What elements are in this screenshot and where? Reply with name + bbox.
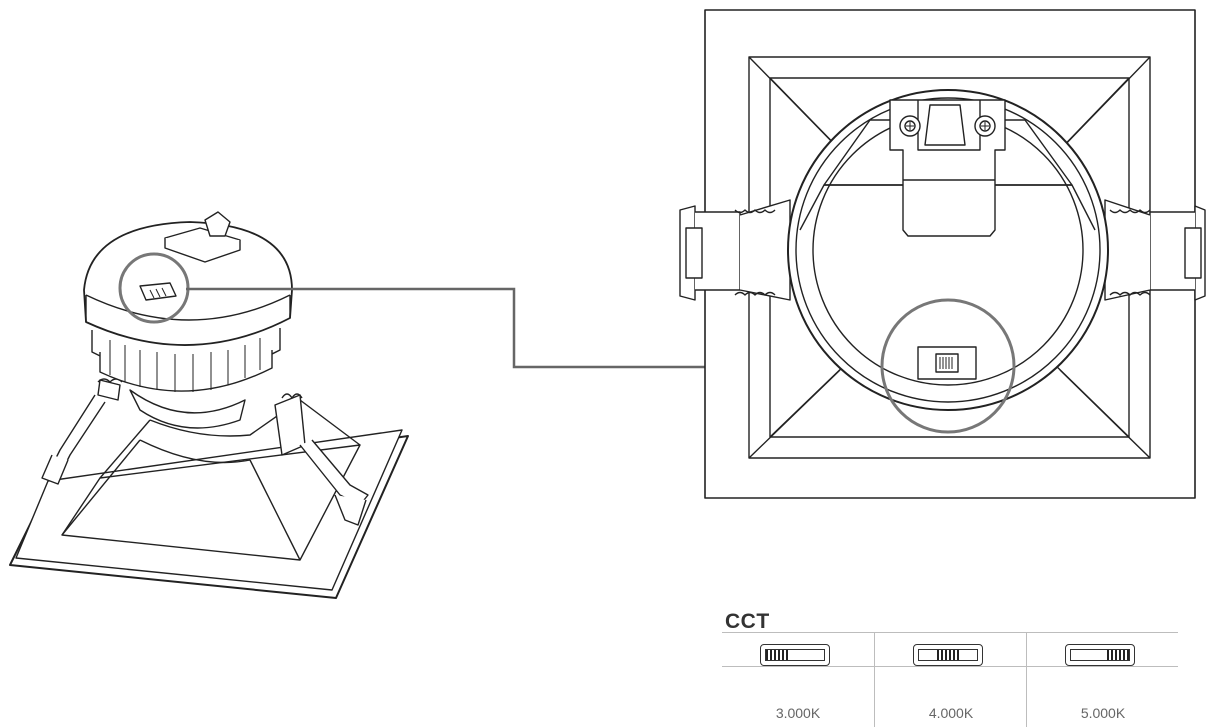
cct-label: 3.000K <box>775 705 821 721</box>
cct-table-mid-rule <box>722 666 1178 667</box>
spring-clip-left <box>41 378 123 485</box>
cct-option-5000k: 5.000K <box>1026 632 1179 727</box>
switch-left-icon <box>760 644 830 666</box>
front-spring-left <box>679 199 791 301</box>
cct-table-top-rule <box>722 632 1178 633</box>
cct-option-3000k: 3.000K <box>722 632 874 727</box>
switch-right-icon <box>1065 644 1135 666</box>
cct-option-4000k: 4.000K <box>874 632 1027 727</box>
connector-line <box>186 287 888 369</box>
switch-highlight-circle-right <box>880 298 1016 434</box>
cct-table: 3.000K 4.000K 5.000K <box>722 632 1178 727</box>
spring-clip-right <box>274 393 369 526</box>
switch-center-icon <box>913 644 983 666</box>
downlight-perspective-view <box>9 211 409 599</box>
front-spring-right <box>1104 199 1206 301</box>
downlight-front-view <box>679 9 1206 499</box>
cct-label: 5.000K <box>1080 705 1126 721</box>
cct-label: 4.000K <box>928 705 974 721</box>
cct-title: CCT <box>725 610 770 633</box>
